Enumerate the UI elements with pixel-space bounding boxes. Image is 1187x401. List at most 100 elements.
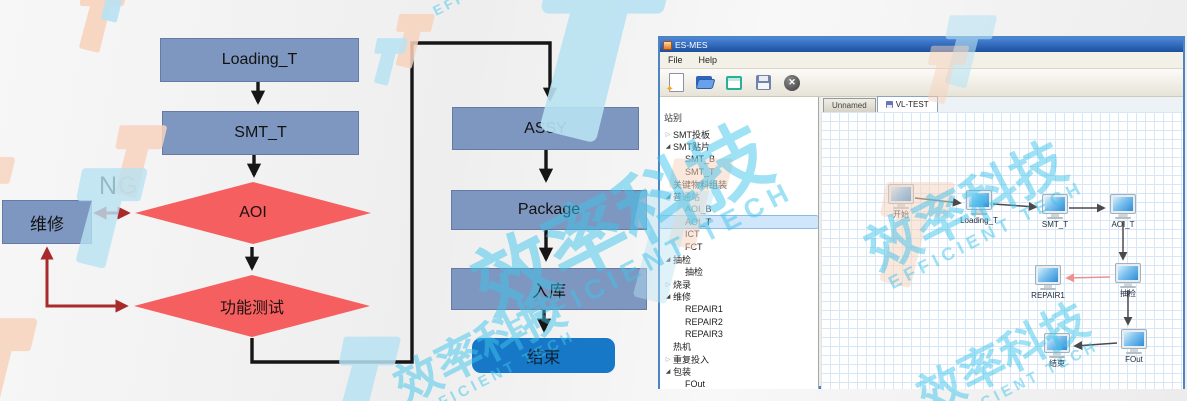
tree-item-包装[interactable]: ◢包装 <box>660 366 818 379</box>
tree-item-SMT_B[interactable]: SMT_B <box>660 153 818 166</box>
tree-item-label: ICT <box>685 229 700 240</box>
flow-canvas[interactable]: 开始 Loading_T SMT_T AOI_T REPAIR1 抽检结束 FOut <box>821 112 1183 389</box>
canvas-node-REPAIR1[interactable]: REPAIR1 <box>1024 265 1072 300</box>
flow-node-functest-label: 功能测试 <box>219 300 284 317</box>
canvas-node-结束[interactable]: 结束 <box>1033 333 1081 368</box>
tab-disk-icon <box>885 101 893 108</box>
tree-item-抽检[interactable]: ◢抽检 <box>660 253 818 266</box>
tree-item-SMT投板[interactable]: ▷SMT投板 <box>660 128 818 141</box>
tree-item-label: AOI_T <box>685 216 712 227</box>
computer-icon <box>1035 265 1061 285</box>
tree-collapsed-icon[interactable]: ▷ <box>665 281 671 288</box>
save-icon <box>755 75 771 90</box>
tree-item-AOI_T[interactable]: AOI_T <box>660 214 818 229</box>
flow-node-repair: 维修 <box>2 200 92 244</box>
canvas-node-FOut[interactable]: FOut <box>1110 329 1158 364</box>
flow-node-assy: ASSY <box>452 107 639 150</box>
tree-item-label: REPAIR1 <box>685 304 723 315</box>
tree-item-烧录[interactable]: ▷烧录 <box>660 278 818 291</box>
tree-item-REPAIR1[interactable]: REPAIR1 <box>660 303 818 316</box>
computer-icon <box>1115 263 1141 283</box>
save-button[interactable] <box>752 72 774 94</box>
tree-item-FCT[interactable]: FCT <box>660 241 818 254</box>
tab-vl-test[interactable]: VL-TEST <box>876 96 938 112</box>
menu-help[interactable]: Help <box>698 55 718 65</box>
tree-collapsed-icon[interactable]: ▷ <box>665 356 671 363</box>
flow-node-aoi-label: AOI <box>239 204 267 221</box>
tree-item-label: AOI_B <box>685 204 712 215</box>
computer-icon <box>1044 333 1070 353</box>
tree-item-label: 关键物料组装 <box>673 179 728 190</box>
tree-item-REPAIR3[interactable]: REPAIR3 <box>660 328 818 341</box>
flow-node-repair-label: 维修 <box>30 214 64 234</box>
tree-item-label: FOut <box>685 379 706 389</box>
tree-item-关键物料组装[interactable]: 关键物料组装 <box>660 178 818 191</box>
canvas-node-label: FOut <box>1125 355 1143 364</box>
canvas-node-Loading_T[interactable]: Loading_T <box>955 190 1003 225</box>
tree-item-维修[interactable]: ◢维修 <box>660 291 818 304</box>
ng-label: NG <box>99 172 139 200</box>
tree-item-label: SMT_T <box>685 166 715 177</box>
tree-item-label: 普通站 <box>673 192 701 203</box>
canvas-node-AOI_T[interactable]: AOI_T <box>1099 194 1147 229</box>
tree-item-label: SMT_B <box>685 154 716 165</box>
tree-expanded-icon[interactable]: ◢ <box>665 256 671 263</box>
window-titlebar[interactable]: ES-MES <box>660 38 1183 52</box>
tree-collapsed-icon[interactable]: ▷ <box>665 131 671 138</box>
computer-icon <box>1110 194 1136 214</box>
es-mes-window: ES-MES File Help ✕ 站别 ▷SMT投板◢SMT贴片SMT_BS… <box>658 36 1185 389</box>
tree-expanded-icon[interactable]: ◢ <box>665 144 671 151</box>
tree-item-普通站[interactable]: ◢普通站 <box>660 191 818 204</box>
tree-item-label: SMT贴片 <box>673 142 710 153</box>
canvas-node-抽检[interactable]: 抽检 <box>1104 263 1152 298</box>
flow-node-package: Package <box>451 190 647 230</box>
tree-item-label: FCT <box>685 241 703 252</box>
tree-item-重复投入[interactable]: ▷重复投入 <box>660 353 818 366</box>
computer-icon <box>1121 329 1147 349</box>
tree-item-SMT贴片[interactable]: ◢SMT贴片 <box>660 141 818 154</box>
flow-node-warehouse: 入库 <box>451 268 647 310</box>
close-button[interactable]: ✕ <box>781 72 803 94</box>
tree-item-热机[interactable]: 热机 <box>660 341 818 354</box>
canvas-node-label: 结束 <box>1049 359 1065 368</box>
open-button[interactable] <box>694 72 716 94</box>
tree-item-label: 维修 <box>673 292 692 303</box>
canvas-node-label: SMT_T <box>1041 220 1069 229</box>
menu-file[interactable]: File <box>668 55 683 65</box>
flow-node-package-label: Package <box>517 201 581 218</box>
tree-item-label: 包装 <box>673 367 692 378</box>
form-icon <box>726 75 742 90</box>
tree-item-FOut[interactable]: FOut <box>660 378 818 389</box>
tab-unnamed[interactable]: Unnamed <box>823 98 876 112</box>
new-file-button[interactable] <box>665 72 687 95</box>
form-button[interactable] <box>723 72 745 94</box>
tree-item-抽检[interactable]: 抽检 <box>660 266 818 279</box>
tree-item-REPAIR2[interactable]: REPAIR2 <box>660 316 818 329</box>
tab-unnamed-label: Unnamed <box>832 101 867 110</box>
tree-item-label: REPAIR2 <box>685 316 723 327</box>
canvas-node-label: REPAIR1 <box>1031 291 1065 300</box>
menu-bar: File Help <box>660 52 1183 69</box>
tree-item-label: 烧录 <box>673 279 692 290</box>
flow-node-assy-label: ASSY <box>524 119 567 137</box>
tree-expanded-icon[interactable]: ◢ <box>665 294 671 301</box>
canvas-node-开始[interactable]: 开始 <box>877 184 925 219</box>
tree-item-SMT_T[interactable]: SMT_T <box>660 166 818 179</box>
tree-header: 站别 <box>664 113 683 123</box>
open-folder-icon <box>695 76 716 89</box>
flow-node-loading-label: Loading_T <box>221 51 298 68</box>
tree-item-ICT[interactable]: ICT <box>660 228 818 241</box>
canvas-node-SMT_T[interactable]: SMT_T <box>1031 194 1079 229</box>
tree-item-label: 重复投入 <box>673 354 710 365</box>
canvas-node-label: 开始 <box>893 210 909 219</box>
computer-icon <box>888 184 914 204</box>
tree-expanded-icon[interactable]: ◢ <box>665 194 671 201</box>
app-icon <box>663 40 672 50</box>
tree-item-AOI_B[interactable]: AOI_B <box>660 203 818 216</box>
right-panel: Unnamed VL-TEST <box>821 96 1183 389</box>
tree-expanded-icon[interactable]: ◢ <box>665 369 671 376</box>
